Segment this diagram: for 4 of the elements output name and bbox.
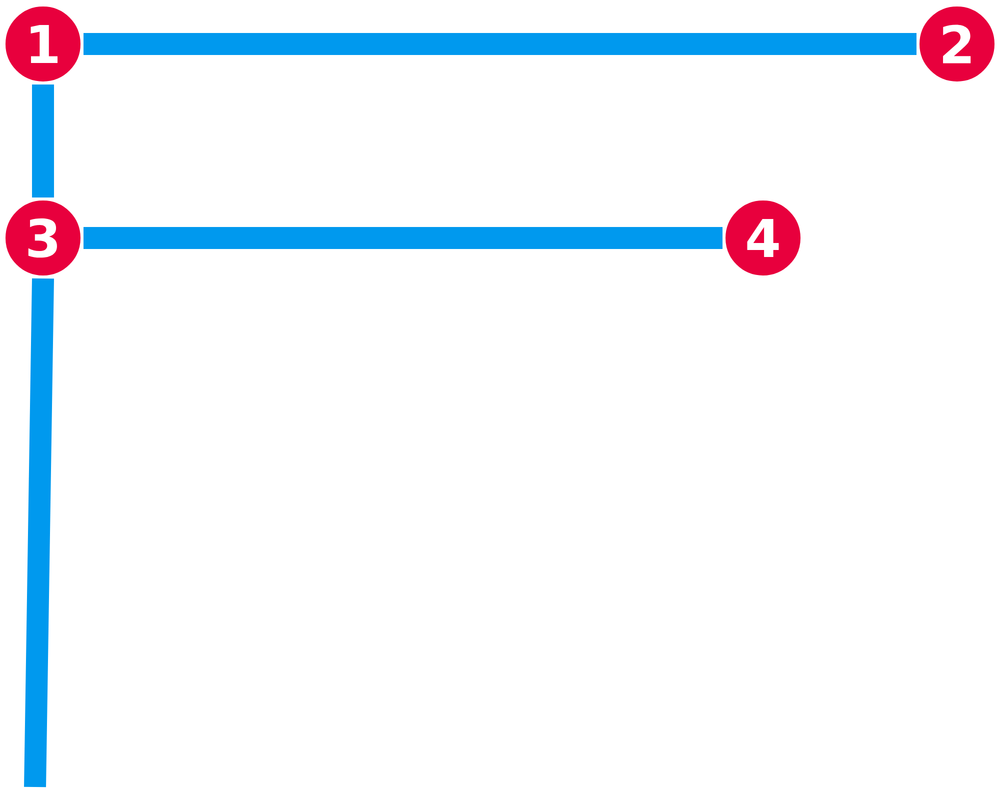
line bbox=[32, 84, 54, 198]
line bbox=[84, 33, 916, 55]
line bbox=[84, 227, 722, 249]
line bbox=[24, 278, 54, 788]
